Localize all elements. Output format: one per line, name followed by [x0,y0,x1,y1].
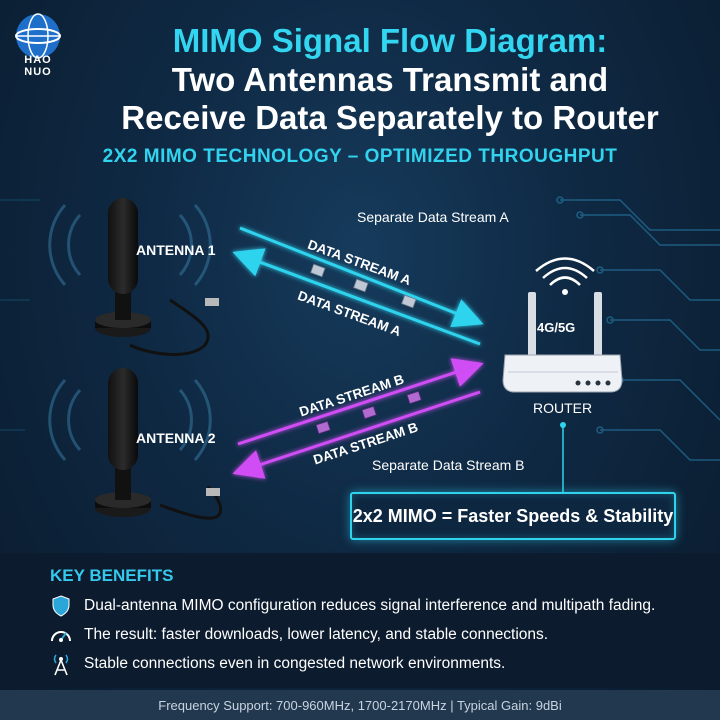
stream-a-caption: Separate Data Stream A [357,209,509,225]
benefit-item: The result: faster downloads, lower late… [48,622,718,648]
antenna-1-label: ANTENNA 1 [136,242,216,258]
page-title-line1: MIMO Signal Flow Diagram: [172,22,608,59]
page-subtitle: 2X2 MIMO TECHNOLOGY – OPTIMIZED THROUGHP… [102,146,618,167]
data-packets-a [310,263,417,309]
brand-logo-text: HAO NUO [24,54,52,78]
page-title-line3: Receive Data Separately to Router [121,99,659,136]
stream-b-arrows [232,358,484,479]
summary-text: 2x2 MIMO = Faster Speeds & Stability [352,505,674,526]
stream-a-arrows [232,226,484,346]
brand-logo [15,13,61,59]
benefit-item: Stable connections even in congested net… [48,651,718,677]
benefit-text: Dual-antenna MIMO configuration reduces … [84,597,656,614]
router-badge: 4G/5G [537,320,576,335]
signal-tower-icon [48,651,74,677]
benefit-text: Stable connections even in congested net… [84,655,506,672]
benefit-text: The result: faster downloads, lower late… [84,626,549,643]
summary-box: 2x2 MIMO = Faster Speeds & Stability [350,492,676,540]
benefits-title: KEY BENEFITS [50,566,174,585]
shield-icon [48,593,74,619]
data-packets-b [315,390,422,435]
benefits-panel [0,553,720,688]
speedometer-icon [48,622,74,648]
signal-flow-diagram [0,196,720,520]
page-title-line2: Two Antennas Transmit and [171,61,609,98]
circuit-pattern [556,196,720,461]
router-icon [502,257,623,393]
router-label: ROUTER [533,400,593,416]
footer-specs: Frequency Support: 700-960MHz, 1700-2170… [0,690,720,720]
benefit-item: Dual-antenna MIMO configuration reduces … [48,593,718,619]
antenna-1-icon [95,198,219,356]
antenna-2-label: ANTENNA 2 [136,430,216,446]
stream-b-caption: Separate Data Stream B [372,457,525,473]
antenna-2-icon [95,368,223,520]
